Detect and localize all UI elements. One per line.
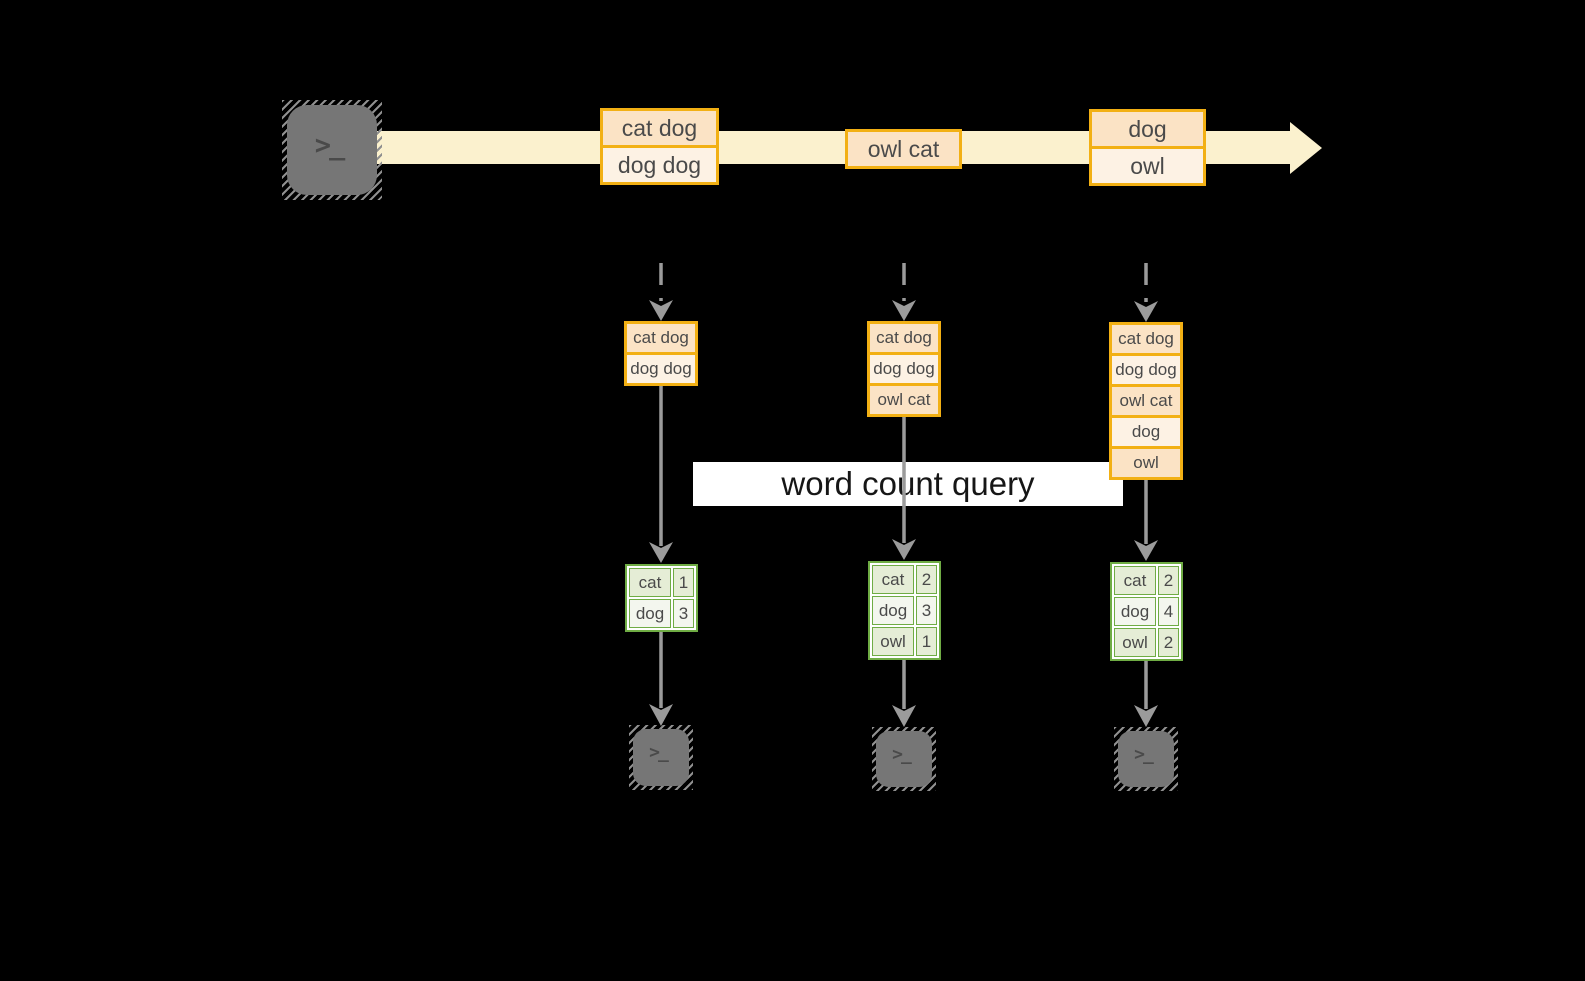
table-count-cell: 2 xyxy=(1158,628,1179,657)
batch-row: cat dog xyxy=(1109,322,1183,356)
terminal-prompt-glyph: >_ xyxy=(1134,743,1154,765)
terminal-sink-icon-1: >_ xyxy=(633,729,689,786)
table-count-cell: 1 xyxy=(916,627,937,656)
table-count-cell: 3 xyxy=(673,599,694,628)
terminal-source-icon: >_ xyxy=(287,105,377,195)
batch-row: owl xyxy=(1109,446,1183,480)
micro-batch-stack-1: cat dog dog dog xyxy=(624,321,698,386)
word-count-table-1: cat 1 dog 3 xyxy=(625,564,698,632)
stream-event-line: dog dog xyxy=(600,145,719,185)
stream-event-box-3: dog owl xyxy=(1089,109,1206,186)
table-word-cell: cat xyxy=(629,568,671,597)
micro-batch-stack-2: cat dog dog dog owl cat xyxy=(867,321,941,417)
table-count-cell: 1 xyxy=(673,568,694,597)
word-count-table-3: cat 2 dog 4 owl 2 xyxy=(1110,562,1183,661)
batch-row: cat dog xyxy=(624,321,698,355)
table-count-cell: 3 xyxy=(916,596,937,625)
query-arrowhead-col2-icon xyxy=(892,539,916,560)
terminal-prompt-glyph: >_ xyxy=(314,129,345,161)
query-label: word count query xyxy=(781,465,1035,502)
stream-arrowhead-icon xyxy=(1290,122,1322,174)
terminal-prompt-glyph: >_ xyxy=(649,742,669,763)
table-word-cell: cat xyxy=(872,565,914,594)
table-word-cell: dog xyxy=(1114,597,1156,626)
dashed-arrowhead-col3-icon xyxy=(1134,301,1158,322)
stream-event-line: owl cat xyxy=(845,129,962,169)
query-label-banner: word count query xyxy=(693,462,1123,506)
batch-row: dog dog xyxy=(624,352,698,386)
dashed-arrowhead-col1-icon xyxy=(649,300,673,321)
stream-event-line: owl xyxy=(1089,146,1206,186)
batch-row: owl cat xyxy=(867,383,941,417)
terminal-sink-icon-2: >_ xyxy=(876,731,932,787)
table-count-cell: 2 xyxy=(916,565,937,594)
batch-row: owl cat xyxy=(1109,384,1183,418)
word-count-table-2: cat 2 dog 3 owl 1 xyxy=(868,561,941,660)
table-word-cell: owl xyxy=(872,627,914,656)
query-arrowhead-col1-icon xyxy=(649,542,673,563)
terminal-sink-icon-3: >_ xyxy=(1118,731,1174,787)
table-count-cell: 4 xyxy=(1158,597,1179,626)
output-arrowhead-col3-icon xyxy=(1134,705,1158,727)
stream-event-box-2: owl cat xyxy=(845,129,962,169)
output-arrowhead-col2-icon xyxy=(892,705,916,727)
table-word-cell: cat xyxy=(1114,566,1156,595)
stream-event-line: cat dog xyxy=(600,108,719,148)
dashed-arrowhead-col2-icon xyxy=(892,300,916,321)
stream-event-box-1: cat dog dog dog xyxy=(600,108,719,185)
micro-batch-stack-3: cat dog dog dog owl cat dog owl xyxy=(1109,322,1183,480)
table-count-cell: 2 xyxy=(1158,566,1179,595)
batch-row: dog xyxy=(1109,415,1183,449)
query-arrowhead-col3-icon xyxy=(1134,540,1158,561)
terminal-prompt-glyph: >_ xyxy=(892,743,912,765)
output-arrowhead-col1-icon xyxy=(649,704,673,726)
table-word-cell: dog xyxy=(872,596,914,625)
table-word-cell: owl xyxy=(1114,628,1156,657)
batch-row: cat dog xyxy=(867,321,941,355)
batch-row: dog dog xyxy=(867,352,941,386)
table-word-cell: dog xyxy=(629,599,671,628)
batch-row: dog dog xyxy=(1109,353,1183,387)
stream-event-line: dog xyxy=(1089,109,1206,149)
